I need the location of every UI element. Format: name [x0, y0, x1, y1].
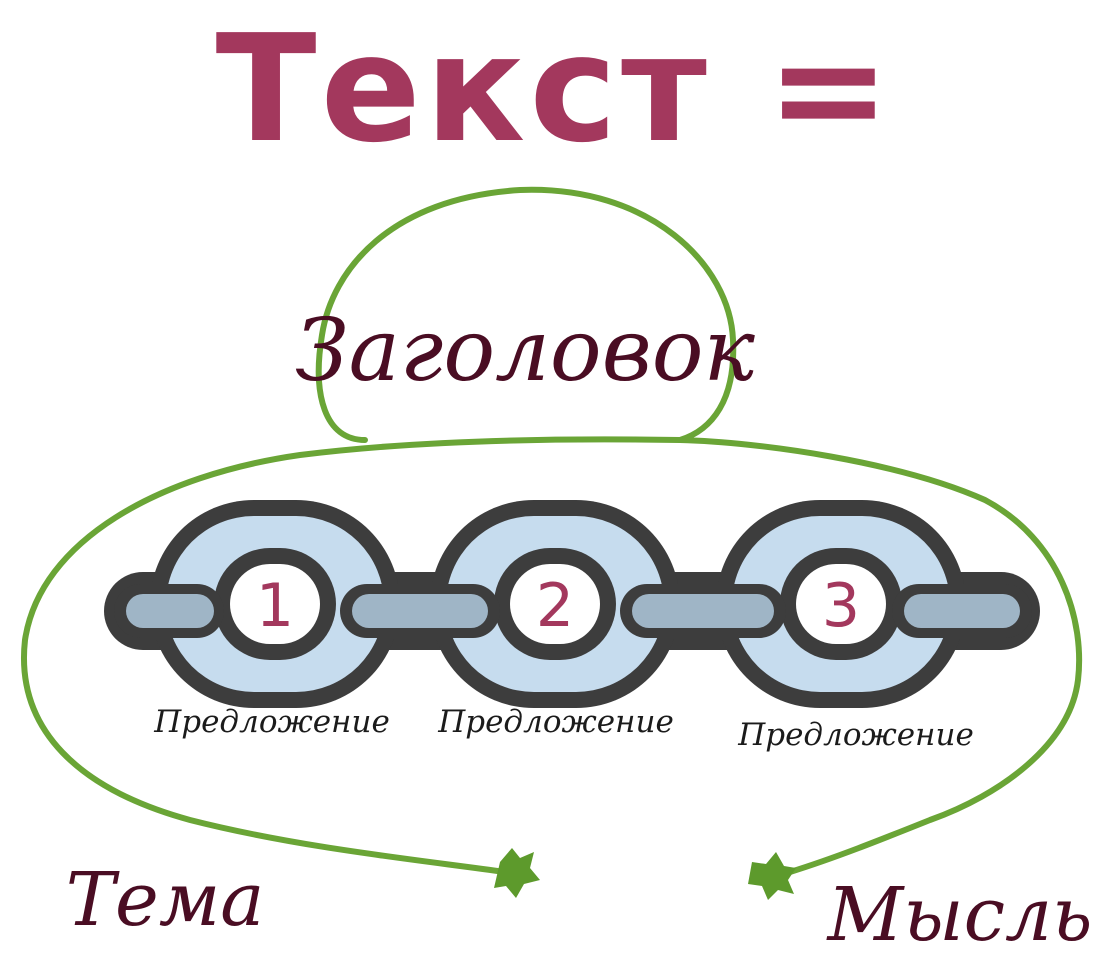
rope-end-right-icon [748, 852, 796, 900]
loop-line [315, 186, 1083, 875]
chain-link-2 [430, 500, 680, 708]
link-number-2: 2 [536, 571, 574, 641]
chain-bar-segment-fill [126, 594, 214, 628]
link-number-3: 3 [822, 571, 860, 641]
loop-line-left [21, 436, 683, 875]
link-label-3: Предложение [737, 717, 974, 753]
chain-bar-segment-fill [352, 594, 488, 628]
link-number-1: 1 [256, 571, 294, 641]
chain-bar-segment-fill [904, 594, 1020, 628]
heading: Заголовок [295, 301, 755, 401]
link-label-1: Предложение [153, 704, 390, 740]
chain: 1 2 3 [104, 500, 1040, 708]
link-label-2: Предложение [437, 704, 674, 740]
chain-link-1 [150, 500, 400, 708]
rope-end-left-icon [494, 848, 540, 898]
topic-label: Тема [66, 857, 265, 943]
idea-label: Мысль [826, 872, 1093, 958]
chain-link-3 [716, 500, 966, 708]
title: Текст = [216, 3, 895, 175]
chain-bar-segment-fill [632, 594, 774, 628]
